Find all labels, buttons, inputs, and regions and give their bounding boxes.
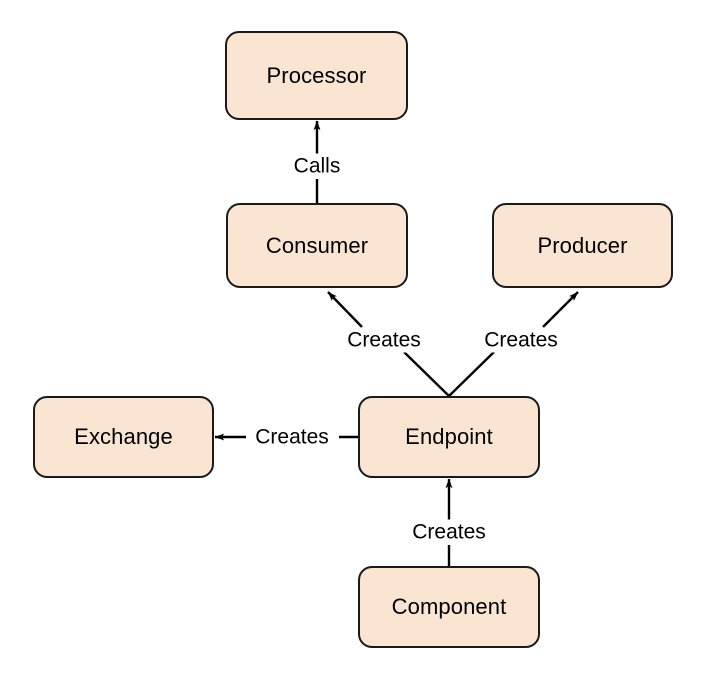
node-processor-label: Processor <box>266 62 367 88</box>
node-producer[interactable]: Producer <box>492 203 673 288</box>
node-endpoint-label: Endpoint <box>405 424 493 449</box>
node-component[interactable]: Component <box>358 566 540 648</box>
node-consumer[interactable]: Consumer <box>226 203 408 288</box>
node-endpoint[interactable]: Endpoint <box>358 396 540 478</box>
edge-label-creates-producer: Creates <box>480 327 562 353</box>
node-producer-label: Producer <box>537 232 628 258</box>
node-component-label: Component <box>391 594 507 619</box>
node-exchange-label: Exchange <box>74 424 173 449</box>
node-consumer-label: Consumer <box>265 232 369 258</box>
edge-label-calls: Calls <box>289 153 345 179</box>
edge-label-creates-exchange: Creates <box>251 424 333 450</box>
edge-endpoint-creates-consumer <box>327 291 450 397</box>
node-processor[interactable]: Processor <box>225 31 408 120</box>
edge-endpoint-creates-producer <box>448 291 579 397</box>
edge-label-creates-consumer: Creates <box>343 327 425 353</box>
edge-label-creates-endpoint: Creates <box>408 519 490 545</box>
node-exchange[interactable]: Exchange <box>33 396 214 478</box>
